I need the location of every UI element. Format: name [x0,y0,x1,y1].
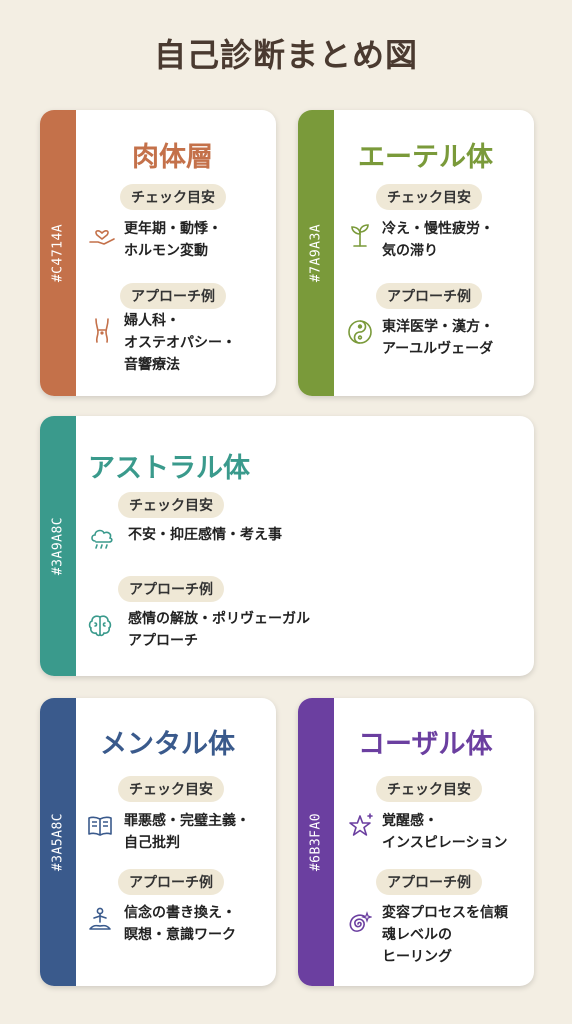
card-etheric: #7A9A3A エーテル体 チェック目安 冷え・慢性疲労・ 気の滞り アプローチ… [298,110,534,396]
approach-label: アプローチ例 [376,283,482,309]
approach-label: アプローチ例 [120,283,226,309]
card-title: アストラル体 [88,453,250,484]
approach-text: 婦人科・ オステオパシー・ 音響療法 [124,313,236,373]
check-label: チェック目安 [376,776,482,802]
yin-yang-icon [346,318,374,346]
color-code-label: #3A5A8C [50,812,66,872]
card-stripe: #3A5A8C [40,698,76,986]
card-physical: #C4714A 肉体層 チェック目安 更年期・動悸・ ホルモン変動 アプローチ例… [40,110,276,396]
approach-text: 変容プロセスを信頼 魂レベルの ヒーリング [382,905,508,965]
check-label: チェック目安 [120,184,226,210]
card-stripe: #C4714A [40,110,76,396]
check-label: チェック目安 [118,776,224,802]
card-title: メンタル体 [100,729,235,760]
star-icon [346,812,374,840]
approach-text: 感情の解放・ポリヴェーガル アプローチ [128,611,310,649]
card-causal: #6B3FA0 コーザル体 チェック目安 覚醒感・ インスピレーション アプロー… [298,698,534,986]
card-mental: #3A5A8C メンタル体 チェック目安 罪悪感・完璧主義・ 自己批判 アプロー… [40,698,276,986]
check-text: 罪悪感・完璧主義・ 自己批判 [124,813,250,851]
card-title: 肉体層 [132,142,213,173]
approach-label: アプローチ例 [376,869,482,895]
rain-cloud-icon [88,524,116,552]
sprout-icon [346,220,374,248]
card-title: コーザル体 [358,729,493,760]
check-label: チェック目安 [118,492,224,518]
color-code-label: #C4714A [50,223,66,283]
color-code-label: #6B3FA0 [308,812,324,872]
card-stripe: #6B3FA0 [298,698,334,986]
color-code-label: #7A9A3A [308,223,324,283]
brain-icon [86,612,114,640]
card-title: エーテル体 [358,142,493,173]
approach-label: アプローチ例 [118,576,224,602]
check-text: 覚醒感・ インスピレーション [382,813,508,851]
body-icon [88,316,116,344]
card-stripe: #3A9A8C [40,416,76,676]
spiral-icon [344,910,372,938]
check-text: 更年期・動悸・ ホルモン変動 [124,221,222,259]
meditation-icon [86,906,114,934]
approach-text: 信念の書き換え・ 瞑想・意識ワーク [124,905,236,943]
approach-text: 東洋医学・漢方・ アーユルヴェーダ [382,319,494,357]
color-code-label: #3A9A8C [50,516,66,576]
check-text: 冷え・慢性疲労・ 気の滞り [382,221,494,259]
approach-label: アプローチ例 [118,869,224,895]
card-astral: #3A9A8C アストラル体 チェック目安 不安・抑圧感情・考え事 アプローチ例… [40,416,534,676]
check-label: チェック目安 [376,184,482,210]
card-stripe: #7A9A3A [298,110,334,396]
page-title: 自己診断まとめ図 [153,36,418,74]
check-text: 不安・抑圧感情・考え事 [128,527,282,543]
heart-hand-icon [88,220,116,248]
book-icon [86,812,114,840]
